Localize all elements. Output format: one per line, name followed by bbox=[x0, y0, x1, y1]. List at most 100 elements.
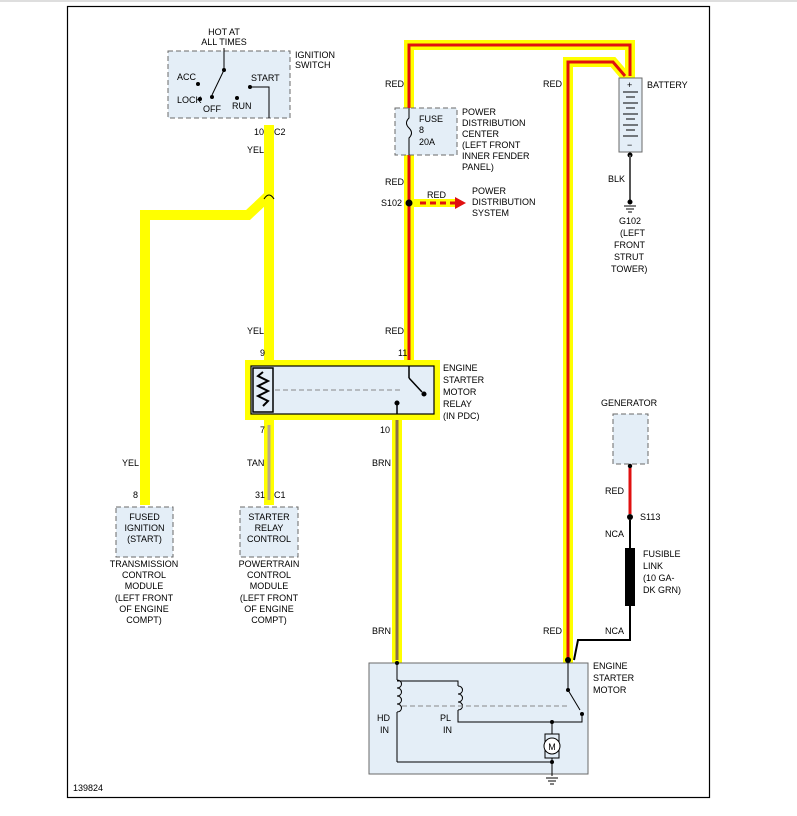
pdc-line-1: POWER bbox=[462, 107, 497, 117]
tcm-name-line-1: TRANSMISSION bbox=[110, 559, 179, 569]
relay-line-5: (IN PDC) bbox=[443, 411, 480, 421]
tcm-box-line-3: (START) bbox=[127, 534, 162, 544]
lock-label: LOCK bbox=[177, 95, 202, 105]
pcm-loc-line-3: COMPT) bbox=[251, 615, 287, 625]
pcm-pin: 31 bbox=[255, 490, 265, 500]
pcm-connector: C1 bbox=[274, 490, 286, 500]
diagram-id: 139824 bbox=[73, 783, 103, 793]
red-wire-label-fuse-bottom: RED bbox=[385, 177, 405, 187]
relay-coil-frame bbox=[252, 367, 274, 413]
fusible-link-body bbox=[625, 548, 635, 606]
fuse-box bbox=[394, 107, 458, 156]
pds-line-3: SYSTEM bbox=[472, 208, 509, 218]
red-wire-label-relay: RED bbox=[385, 326, 405, 336]
battery-minus: − bbox=[627, 140, 632, 150]
starter-internal-wiring bbox=[396, 663, 583, 776]
splice-s102-dot bbox=[405, 199, 413, 207]
motor-icon bbox=[543, 737, 561, 755]
relay-line-1: ENGINE bbox=[443, 363, 478, 373]
pl-in-label: IN bbox=[443, 725, 452, 735]
relay-line-3: MOTOR bbox=[443, 387, 477, 397]
ign-pin: 10 bbox=[254, 127, 264, 137]
ignition-switch-title-2: SWITCH bbox=[295, 60, 331, 70]
off-label: OFF bbox=[203, 104, 221, 114]
nca-wire-label-link: NCA bbox=[605, 529, 624, 539]
starter-ground-junction-dot bbox=[550, 760, 554, 764]
fuse-rating: 20A bbox=[419, 137, 435, 147]
starter-junction-dot bbox=[550, 720, 554, 724]
g102-line-4: TOWER) bbox=[611, 264, 647, 274]
tcm-box bbox=[115, 506, 174, 558]
hot-at-label-1: HOT AT bbox=[208, 27, 240, 37]
battery-label: BATTERY bbox=[647, 80, 688, 90]
relay-pin-10: 10 bbox=[380, 425, 390, 435]
fusible-link-line-3: (10 GA- bbox=[643, 573, 675, 583]
tan-wire-label: TAN bbox=[247, 458, 264, 468]
fuse-label: FUSE bbox=[419, 114, 443, 124]
run-label: RUN bbox=[232, 101, 252, 111]
pcm-box-line-1: STARTER bbox=[248, 512, 290, 522]
acc-label: ACC bbox=[177, 72, 197, 82]
splice-s113-id: S113 bbox=[640, 512, 660, 522]
s102-arrow bbox=[455, 197, 466, 209]
hd-in-label: IN bbox=[380, 725, 389, 735]
pcm-name-line-2: CONTROL bbox=[247, 570, 291, 580]
red-wire-label-fuse-top: RED bbox=[385, 79, 405, 89]
pcm-name-line-3: MODULE bbox=[250, 581, 289, 591]
g102-id: G102 bbox=[619, 216, 641, 226]
starter-line-2: STARTER bbox=[593, 673, 635, 683]
starter-pin-red bbox=[565, 657, 571, 663]
red-wire-label-gen: RED bbox=[605, 486, 625, 496]
start-label: START bbox=[251, 73, 280, 83]
generator-box bbox=[612, 413, 649, 465]
pcm-box-line-2: RELAY bbox=[255, 523, 284, 533]
pdc-line-4: (LEFT FRONT bbox=[462, 140, 521, 150]
yel-wire-jump bbox=[263, 194, 275, 200]
generator-label: GENERATOR bbox=[601, 398, 658, 408]
ignition-switch-contacts bbox=[196, 48, 270, 118]
blk-wire-label: BLK bbox=[608, 174, 625, 184]
pcm-box bbox=[239, 506, 299, 558]
ground-icon-g102 bbox=[624, 199, 636, 213]
g102-line-3: STRUT bbox=[614, 252, 644, 262]
ignition-switch-box bbox=[167, 50, 291, 119]
relay-line-2: STARTER bbox=[443, 375, 485, 385]
fuse-number: 8 bbox=[419, 125, 424, 135]
battery-plus: + bbox=[627, 80, 632, 90]
tcm-pin: 8 bbox=[133, 490, 138, 500]
pdc-line-3: CENTER bbox=[462, 129, 500, 139]
tcm-name-line-2: CONTROL bbox=[122, 570, 166, 580]
relay-coil-icon bbox=[255, 371, 271, 407]
starter-contact-dot-bottom bbox=[580, 712, 584, 716]
ign-connector: C2 bbox=[274, 127, 286, 137]
pdc-line-6: PANEL) bbox=[462, 162, 494, 172]
starter-line-3: MOTOR bbox=[593, 685, 627, 695]
yel-wire-label-relay: YEL bbox=[247, 326, 264, 336]
fuse-symbol bbox=[406, 108, 412, 155]
pl-label: PL bbox=[440, 713, 451, 723]
pcm-loc-line-1: (LEFT FRONT bbox=[240, 593, 299, 603]
fusible-link-line-4: DK GRN) bbox=[643, 585, 681, 595]
nca-wire-lower bbox=[573, 606, 631, 661]
g102-line-1: (LEFT bbox=[620, 228, 646, 238]
yel-wire-label-tcm: YEL bbox=[122, 458, 139, 468]
relay-line-4: RELAY bbox=[443, 399, 472, 409]
relay-contact-icon bbox=[394, 366, 427, 414]
splice-s113-dot bbox=[627, 514, 633, 520]
generator-terminal bbox=[627, 463, 633, 469]
pdc-line-2: DISTRIBUTION bbox=[462, 118, 526, 128]
pcm-name-line-1: POWERTRAIN bbox=[239, 559, 300, 569]
pdc-line-5: INNER FENDER bbox=[462, 151, 530, 161]
nca-wire-label-starter: NCA bbox=[605, 626, 624, 636]
tcm-loc-line-1: (LEFT FRONT bbox=[115, 593, 174, 603]
red-wire-label-starter: RED bbox=[543, 626, 563, 636]
pcm-loc-line-2: OF ENGINE bbox=[244, 604, 294, 614]
brn-wire-label-motor: BRN bbox=[372, 626, 391, 636]
red-wire-cores bbox=[407, 43, 632, 662]
pds-line-1: POWER bbox=[472, 186, 507, 196]
hd-label: HD bbox=[377, 713, 390, 723]
relay-pin-11: 11 bbox=[398, 348, 407, 358]
relay-pin-9: 9 bbox=[260, 348, 265, 358]
yel-wire-label-ign: YEL bbox=[247, 145, 264, 155]
hot-at-label-2: ALL TIMES bbox=[201, 37, 247, 47]
